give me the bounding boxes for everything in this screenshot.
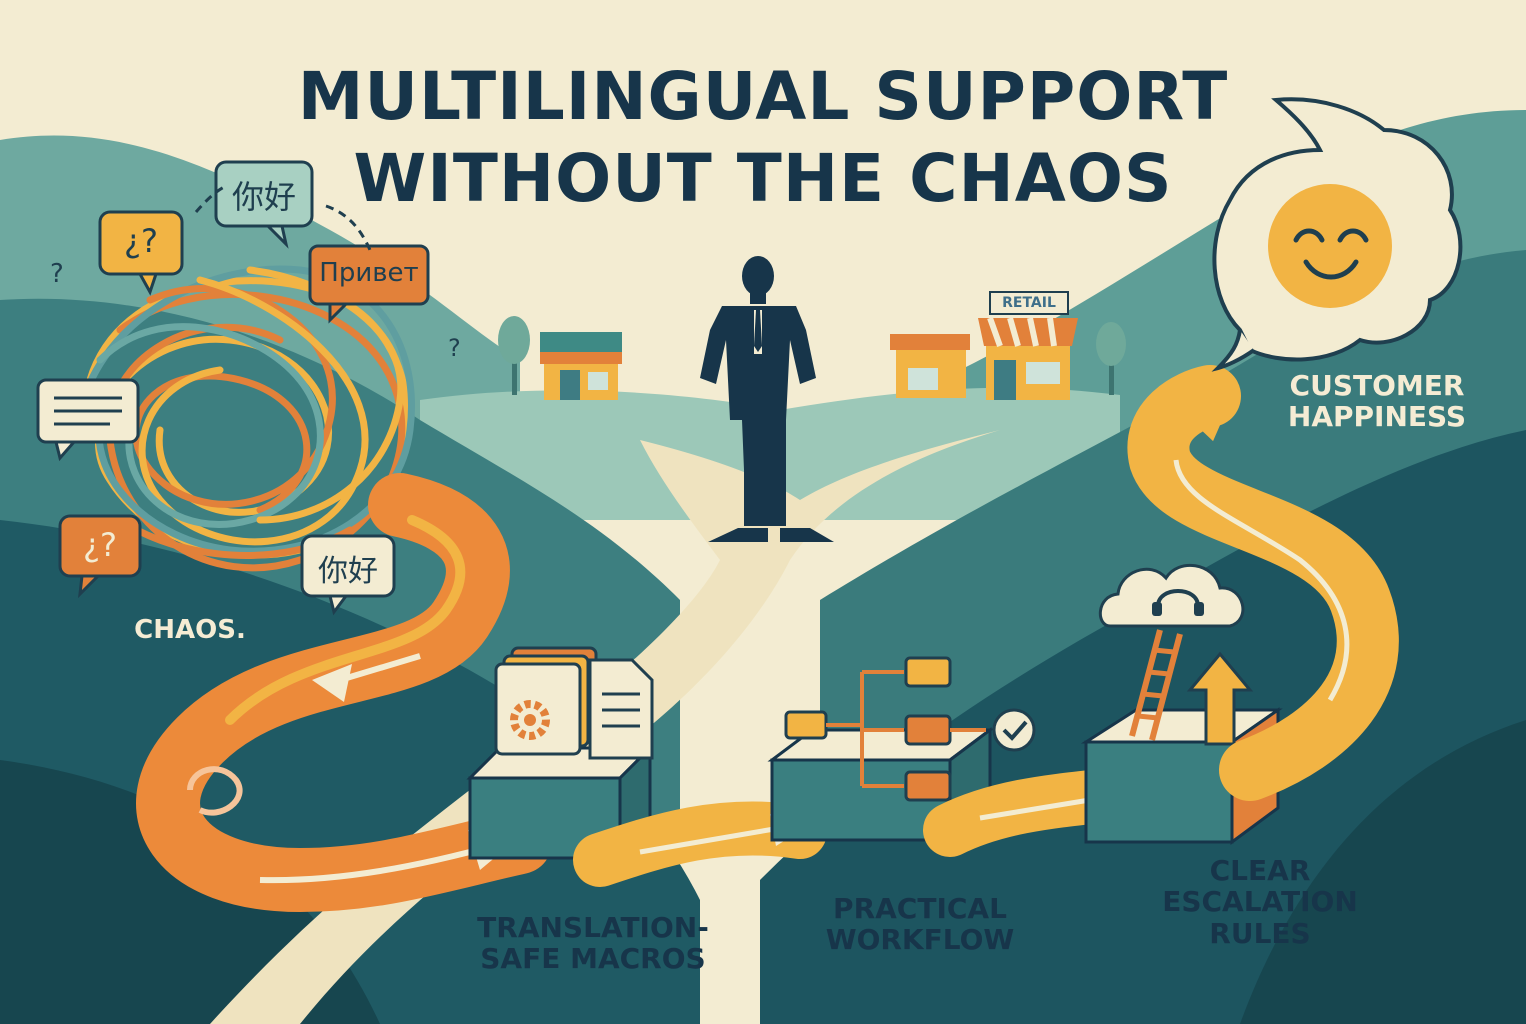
tree-left bbox=[498, 316, 530, 395]
label-practical-workflow: PRACTICAL WORKFLOW bbox=[810, 893, 1030, 956]
label-macros-line1: TRANSLATION- bbox=[477, 911, 709, 944]
label-translation-safe-macros: TRANSLATION- SAFE MACROS bbox=[468, 912, 718, 975]
ladder-icon bbox=[1129, 629, 1183, 741]
shop-right-small bbox=[890, 334, 970, 398]
foreground-hill-right bbox=[1240, 720, 1526, 1024]
label-customer-happiness-line2: HAPPINESS bbox=[1287, 400, 1467, 434]
title-line-2: WITHOUT THE CHAOS bbox=[353, 140, 1173, 217]
happiness-arrow-head bbox=[1169, 385, 1238, 442]
dashed-connector bbox=[194, 184, 372, 251]
bubble-lines bbox=[36, 378, 140, 462]
happy-cloud-bubble bbox=[1211, 97, 1463, 372]
label-clear-escalation-rules: CLEAR ESCALATION RULES bbox=[1150, 855, 1370, 949]
up-arrow-icon bbox=[1186, 651, 1254, 746]
label-escalation-line2: ESCALATION bbox=[1162, 885, 1358, 919]
label-workflow-line2: WORKFLOW bbox=[825, 923, 1015, 957]
bubble-question-top bbox=[98, 210, 184, 296]
bubble-question-bottom-text: ¿? bbox=[83, 526, 117, 564]
headset-cloud-icon bbox=[1098, 563, 1245, 628]
macro-cards-icon bbox=[494, 646, 654, 760]
path-arrow-left bbox=[312, 664, 352, 702]
label-chaos: CHAOS. bbox=[134, 615, 246, 645]
bubble-nihao-top-text: 你好 bbox=[231, 178, 296, 216]
retail-sign-text: RETAIL bbox=[1002, 295, 1056, 311]
label-workflow-line1: PRACTICAL bbox=[833, 892, 1007, 925]
label-customer-happiness: CUSTOMER HAPPINESS bbox=[1262, 370, 1492, 433]
path-arrow-left-line bbox=[339, 653, 421, 683]
question-mark-glyph: ? bbox=[50, 259, 64, 289]
businessman-silhouette bbox=[700, 256, 834, 542]
bubble-question-bottom bbox=[58, 514, 142, 599]
workflow-diagram-icon bbox=[784, 656, 1036, 802]
label-customer-happiness-line1: CUSTOMER bbox=[1289, 369, 1465, 402]
swirl-mark bbox=[187, 766, 243, 816]
shop-retail bbox=[978, 291, 1078, 400]
tree-right bbox=[1096, 322, 1126, 395]
bubble-nihao-bottom bbox=[300, 534, 396, 616]
connector-arrow-1-line bbox=[639, 825, 781, 855]
label-escalation-line1: CLEAR bbox=[1209, 854, 1311, 887]
bubble-privet bbox=[308, 244, 430, 324]
bubble-privet-text: Привет bbox=[319, 258, 419, 288]
question-mark-glyph: ? bbox=[448, 334, 461, 362]
bubble-nihao-top bbox=[214, 160, 314, 249]
happiness-path bbox=[1127, 365, 1399, 801]
chaos-path-highlight bbox=[225, 515, 466, 725]
happiness-path-line bbox=[1173, 459, 1350, 702]
title-line-1: MULTILINGUAL SUPPORT bbox=[297, 58, 1229, 135]
bubble-nihao-bottom-text: 你好 bbox=[318, 554, 378, 589]
shop-left bbox=[540, 332, 622, 400]
label-escalation-line3: RULES bbox=[1209, 916, 1311, 950]
label-macros-line2: SAFE MACROS bbox=[480, 942, 706, 976]
bubble-question-top-text: ¿? bbox=[124, 222, 158, 260]
